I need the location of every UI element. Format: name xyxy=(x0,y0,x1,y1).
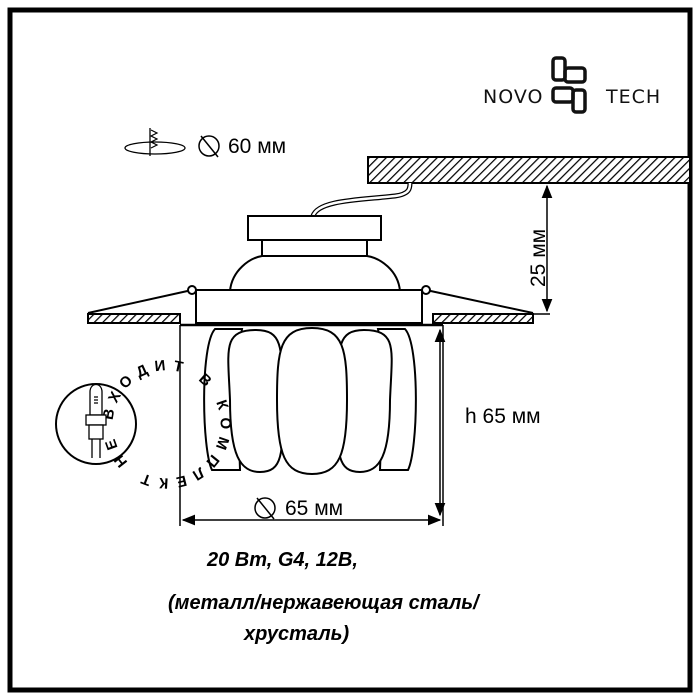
logo-text-left: NOVO xyxy=(483,86,543,108)
diameter-icon xyxy=(254,497,276,520)
logo-text-right: TECH xyxy=(605,86,661,108)
height-label: h 65 мм xyxy=(465,405,541,428)
ceiling xyxy=(367,156,691,184)
crystal-shade xyxy=(203,326,417,476)
spec-line-2: (металл/нержавеющая сталь/ xyxy=(168,592,481,614)
mount-height-label: 25 мм xyxy=(527,229,550,287)
cutout-diameter-label: 60 мм xyxy=(228,135,286,158)
diameter-icon xyxy=(198,135,220,157)
diameter-label: 65 мм xyxy=(285,497,343,520)
spec-line-1: 20 Вт, G4, 12В, xyxy=(206,549,358,571)
dimension-lines xyxy=(179,184,553,526)
frame-border xyxy=(7,7,693,693)
spec-line-3: хрусталь) xyxy=(243,623,350,645)
g4-halogen-bulb-icon xyxy=(85,383,107,458)
fixture-body xyxy=(87,215,534,327)
ceiling-cutout-diameter-icon xyxy=(124,128,220,158)
novotech-logo: NOVO TECH xyxy=(483,56,661,114)
